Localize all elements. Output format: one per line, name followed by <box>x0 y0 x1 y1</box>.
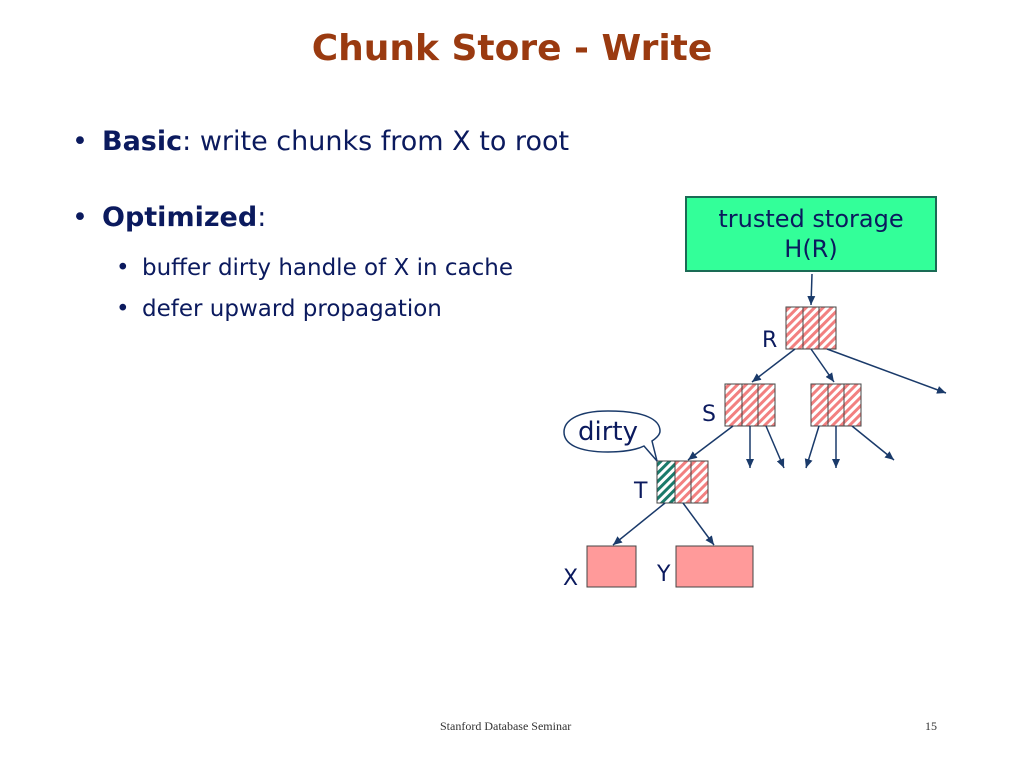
arrow-r-to-right <box>810 348 835 383</box>
bullet-dot: • <box>72 202 88 233</box>
sub-bullet-dot: • <box>116 255 130 281</box>
arrow-s-to-t <box>687 425 734 461</box>
label-y: Y <box>657 562 671 587</box>
node-s <box>724 383 776 427</box>
trusted-storage-label: trusted storage <box>718 205 904 233</box>
trusted-storage-box: trusted storage H(R) <box>685 196 937 272</box>
bullet-optimized-bold: Optimized <box>102 202 258 233</box>
slide-title: Chunk Store - Write <box>311 28 713 69</box>
sub-bullet-defer: • defer upward propagation <box>116 296 442 322</box>
sub-bullet-dot: • <box>116 296 130 322</box>
arrow-r-offpage <box>826 348 947 394</box>
leaf-y <box>675 545 754 588</box>
bullet-optimized: • Optimized: <box>72 202 266 233</box>
page-number: 15 <box>925 719 937 733</box>
trusted-storage-hash: H(R) <box>784 235 838 263</box>
label-r: R <box>762 328 778 353</box>
arrow-sib-right <box>851 425 895 461</box>
bullet-basic: • Basic: write chunks from X to root <box>72 126 569 157</box>
arrow-sib-left <box>804 425 820 469</box>
node-r <box>785 306 837 350</box>
arrow-trusted-to-r <box>807 273 816 306</box>
arrow-t-to-y <box>682 502 715 546</box>
bullet-dot: • <box>72 126 88 157</box>
sub-bullet-buffer: • buffer dirty handle of X in cache <box>116 255 513 281</box>
footer-title: Stanford Database Seminar <box>440 719 572 733</box>
node-right-sibling <box>810 383 862 427</box>
arrow-s-right <box>765 425 785 469</box>
sub-bullet-buffer-text: buffer dirty handle of X in cache <box>142 255 513 281</box>
sub-bullet-defer-text: defer upward propagation <box>142 296 442 322</box>
arrow-t-to-x <box>612 502 666 546</box>
node-t <box>656 460 709 504</box>
dirty-callout-text: dirty <box>578 417 638 447</box>
label-x: X <box>563 566 579 591</box>
arrow-r-to-s <box>751 348 796 383</box>
bullet-basic-bold: Basic <box>102 126 183 157</box>
dirty-callout-bubble <box>563 410 661 462</box>
leaf-x <box>586 545 637 588</box>
bullet-optimized-text: : <box>257 202 267 233</box>
bullet-basic-text: : write chunks from X to root <box>182 126 570 157</box>
label-t: T <box>634 479 648 504</box>
label-s: S <box>702 402 716 427</box>
